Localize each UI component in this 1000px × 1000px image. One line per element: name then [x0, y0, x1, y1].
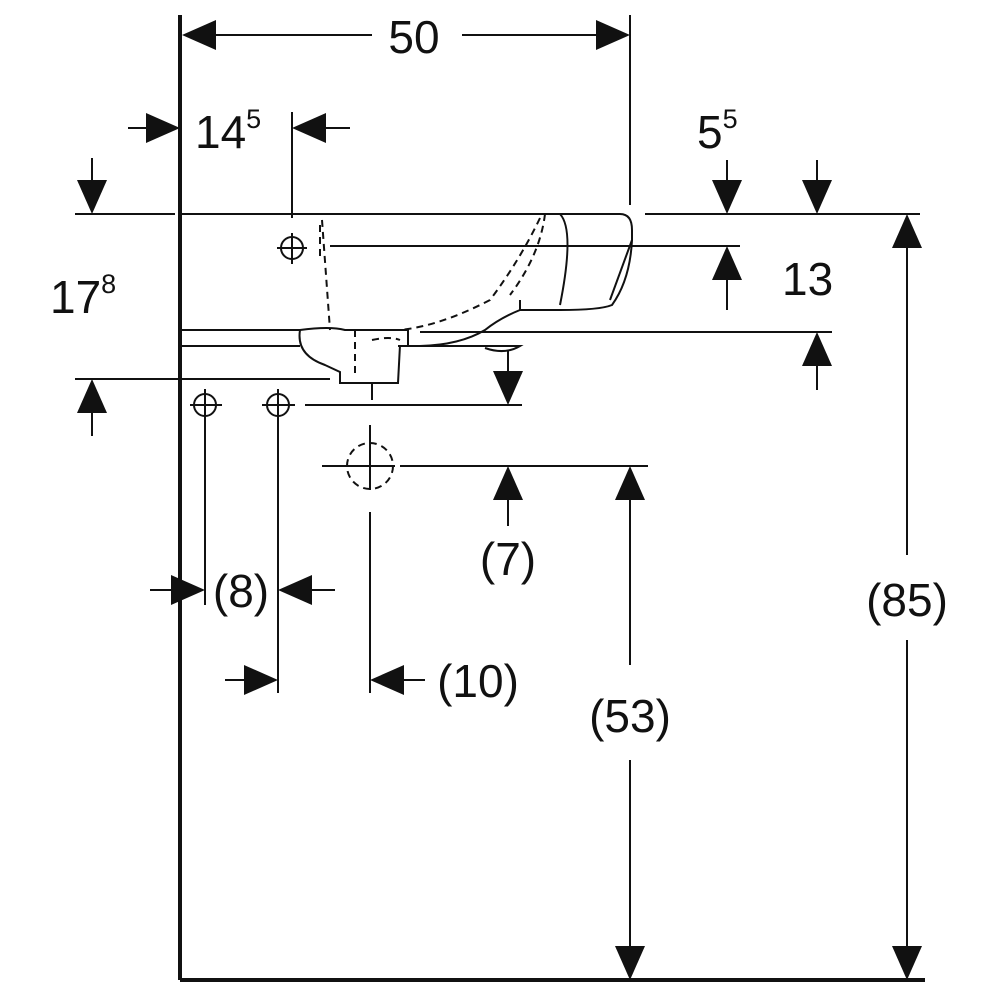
dimension-drain-height: (53) — [589, 466, 671, 980]
dimension-overflow: 13 — [712, 246, 833, 390]
basin-height-main: 17 — [50, 271, 101, 323]
rim-offset-sup: 5 — [723, 104, 738, 134]
dimension-drain-horizontal: (10) — [225, 655, 519, 707]
dimension-drain-offset: (7) — [480, 350, 536, 585]
total-height-label: (85) — [866, 574, 948, 626]
drain-marker — [322, 425, 395, 490]
rim-offset-main: 5 — [697, 106, 723, 158]
svg-text:55: 55 — [697, 104, 738, 158]
dimension-rim-offset: 55 — [697, 104, 832, 214]
dimension-basin-height: 178 — [50, 158, 116, 436]
overflow-label: 13 — [782, 253, 833, 305]
supply-spacing-label: (8) — [213, 565, 269, 617]
dimension-supply-spacing: (8) — [150, 565, 335, 617]
width-label: 50 — [388, 11, 439, 63]
supply-left-marker — [190, 389, 222, 420]
dimension-total-height: (85) — [866, 214, 948, 980]
dimension-width: 50 — [182, 11, 630, 63]
supply-right-marker — [262, 389, 295, 420]
drain-horizontal-label: (10) — [437, 655, 519, 707]
tap-offset-main: 14 — [195, 106, 246, 158]
hidden-bowl-lines — [182, 213, 546, 490]
washbasin-outline — [182, 213, 633, 384]
extension-lines — [75, 15, 920, 693]
svg-text:145: 145 — [195, 104, 261, 158]
drain-offset-label: (7) — [480, 533, 536, 585]
tap-hole-marker — [277, 233, 307, 264]
svg-text:178: 178 — [50, 269, 116, 323]
drain-height-label: (53) — [589, 690, 671, 742]
tap-offset-sup: 5 — [246, 104, 261, 134]
basin-height-sup: 8 — [101, 269, 116, 299]
dimension-tap-offset: 145 — [128, 104, 350, 158]
